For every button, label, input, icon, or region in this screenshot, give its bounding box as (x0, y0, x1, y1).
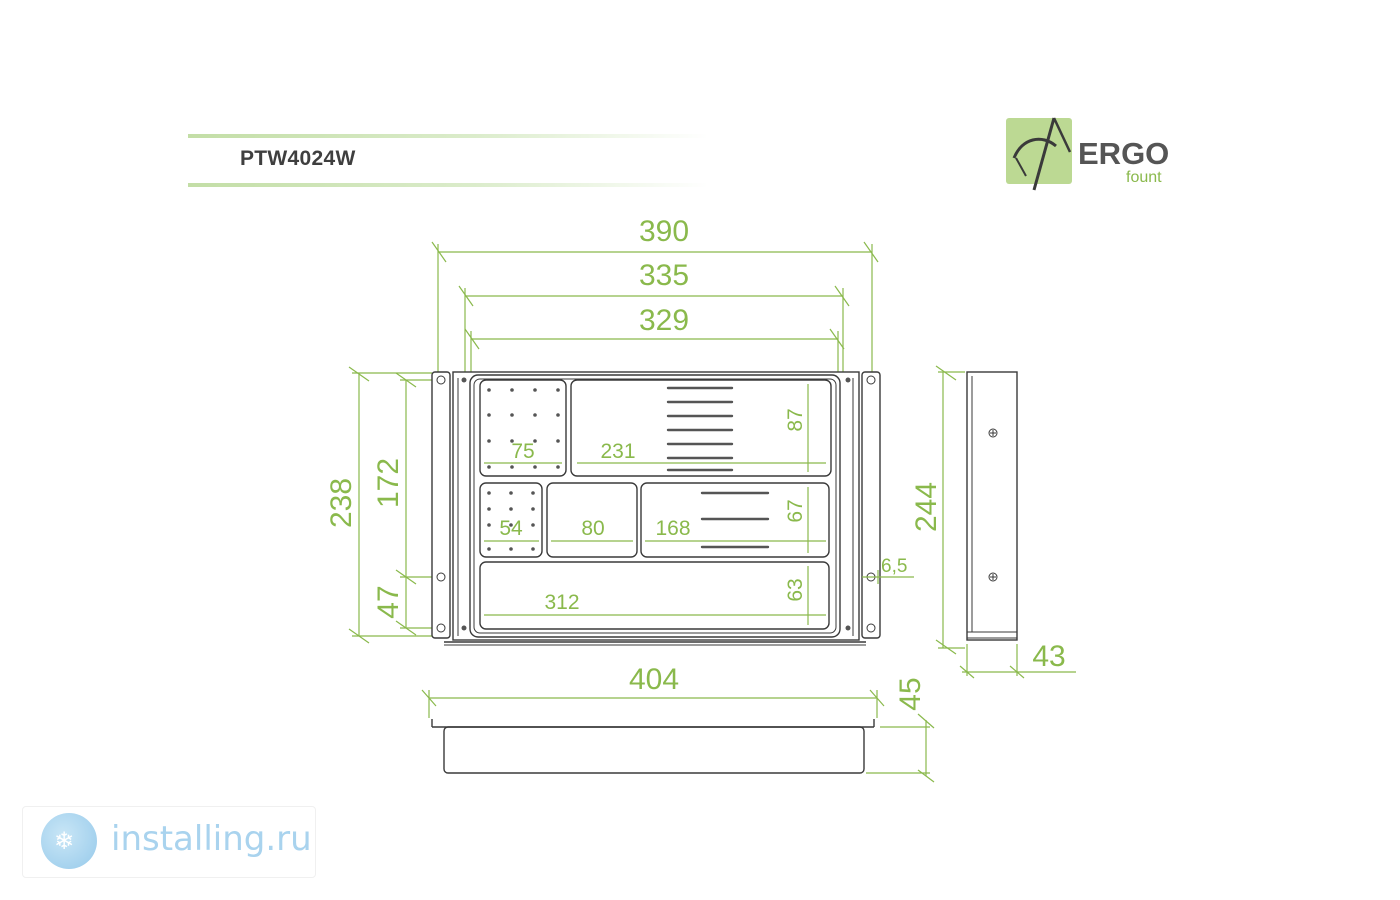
watermark: ❄ installing.ru (22, 806, 316, 878)
model-title: PTW4024W (240, 147, 356, 170)
ergofount-logo: ERGO fount (1004, 112, 1174, 202)
dim-47: 47 (372, 585, 405, 618)
compartment-168: 168 (655, 517, 690, 540)
logo-sub: fount (1126, 169, 1162, 186)
dim-172: 172 (372, 458, 405, 508)
dim-43: 43 (1032, 640, 1065, 673)
pegboard-holes (487, 388, 560, 551)
watermark-text: installing.ru (111, 819, 312, 859)
ergo-figure-icon: ERGO fount (1006, 117, 1169, 191)
dim-6-5: 6,5 (881, 556, 907, 577)
dim-lines-front (421, 689, 935, 783)
compartment-54: 54 (499, 517, 523, 540)
dim-238: 238 (325, 478, 358, 528)
dim-329: 329 (639, 304, 689, 337)
header-band-top (188, 134, 708, 138)
compartment-312: 312 (544, 591, 579, 614)
dim-335: 335 (639, 259, 689, 292)
dim-lines-left (348, 366, 432, 644)
dim-lines-side (935, 365, 1076, 679)
tray-side-view (966, 371, 1018, 641)
dim-lines-top (431, 241, 879, 372)
dim-lines-6-5 (862, 570, 914, 584)
tray-slots (666, 386, 770, 549)
dim-45: 45 (894, 677, 927, 710)
compartment-67: 67 (784, 499, 807, 522)
dim-390: 390 (639, 215, 689, 248)
tray-top-view (431, 371, 881, 646)
header-band-bottom (188, 183, 708, 187)
tray-front-view (431, 719, 875, 774)
dim-244: 244 (910, 482, 943, 532)
compartment-63: 63 (784, 578, 807, 601)
compartment-dim-lines (484, 384, 826, 625)
logo-word: ERGO (1078, 136, 1169, 171)
compartment-75: 75 (511, 440, 534, 463)
compartment-80: 80 (581, 517, 604, 540)
snowflake-icon: ❄ (41, 813, 97, 869)
dim-404: 404 (629, 663, 679, 696)
compartment-231: 231 (600, 440, 635, 463)
compartment-87: 87 (784, 408, 807, 431)
